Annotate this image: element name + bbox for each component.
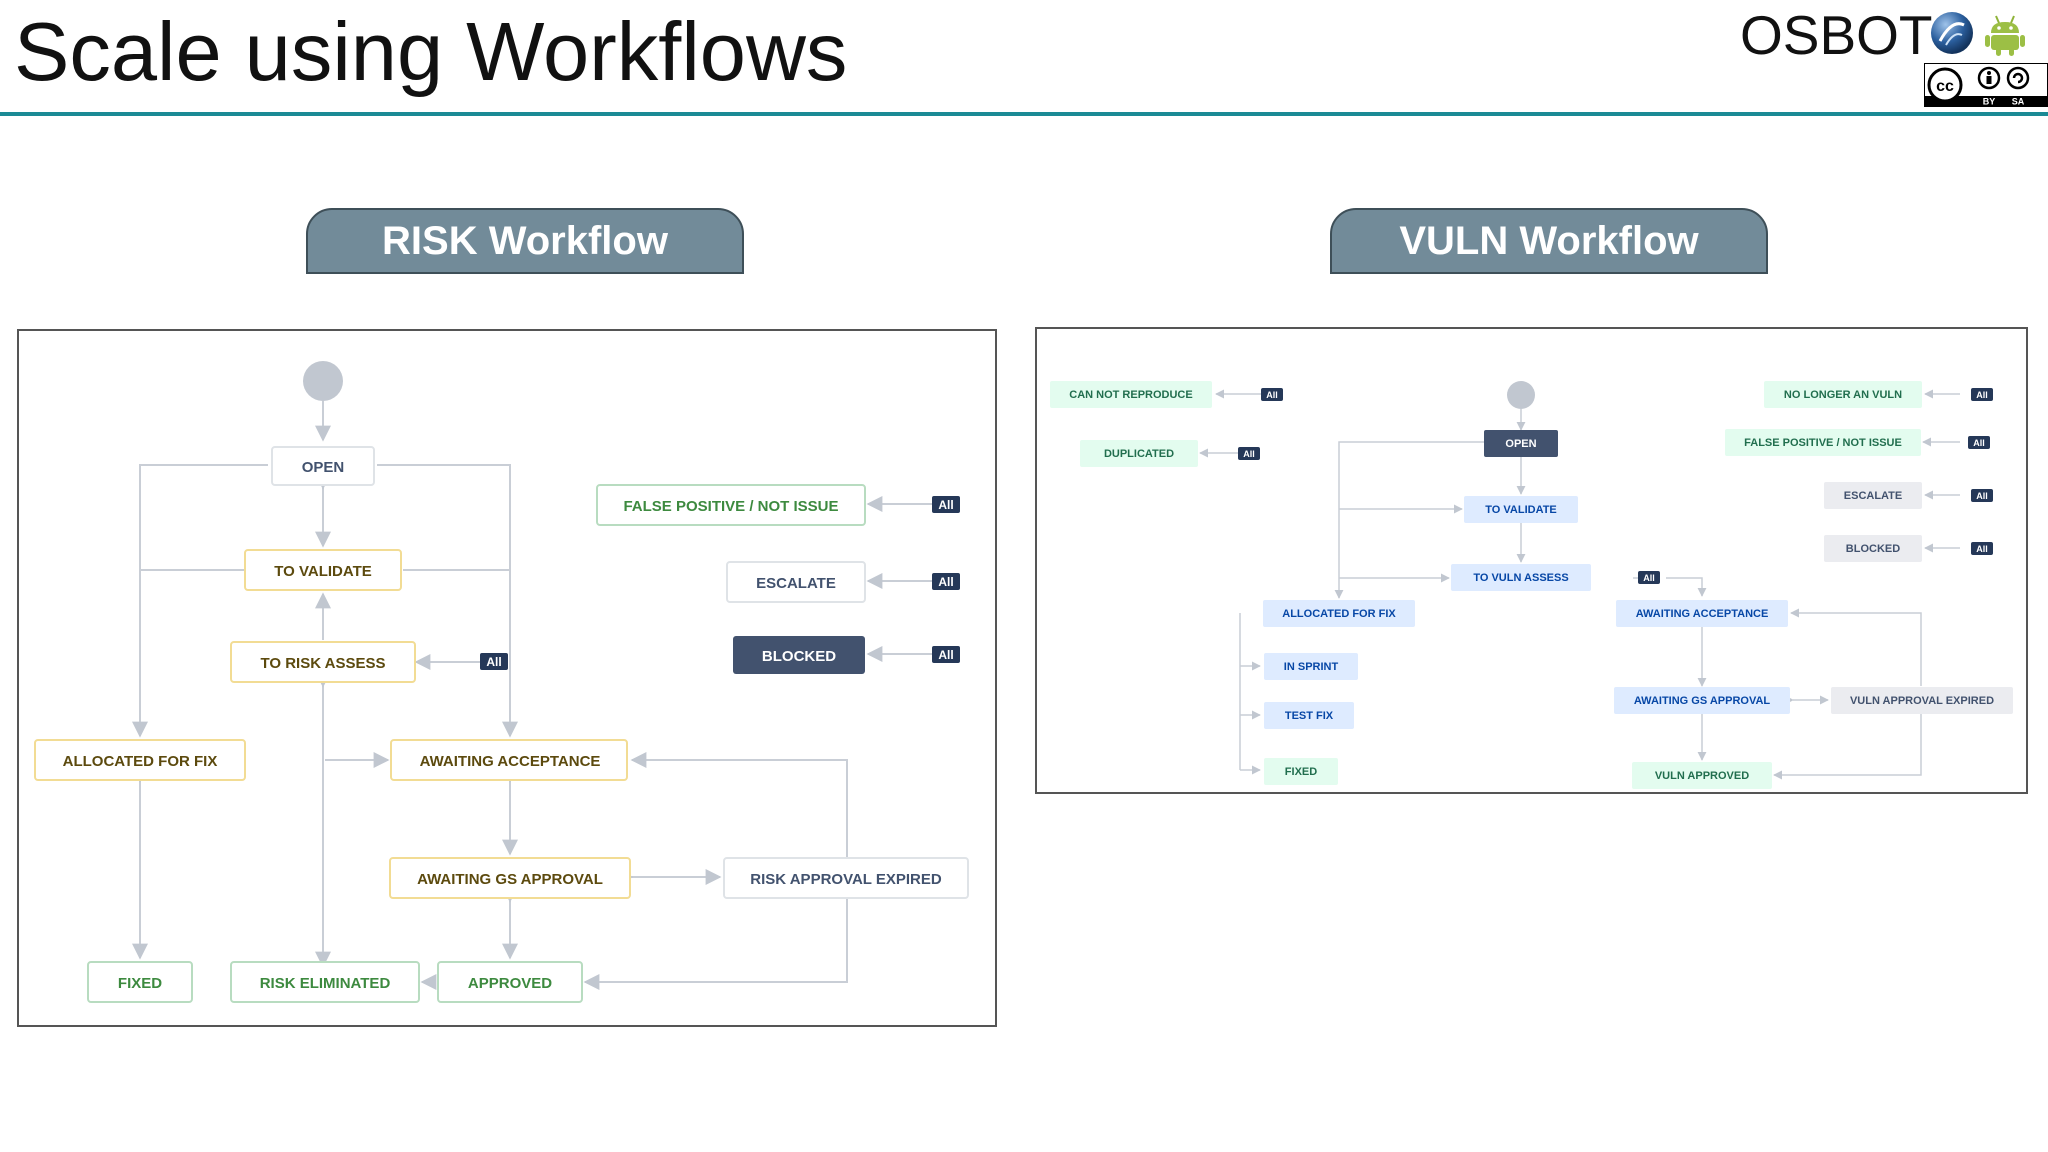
- title-underline: [0, 112, 2048, 116]
- svg-text:FALSE POSITIVE / NOT ISSUE: FALSE POSITIVE / NOT ISSUE: [1744, 437, 1902, 449]
- vuln-all-badge-assess[interactable]: All: [1638, 571, 1660, 584]
- svg-text:All: All: [1643, 573, 1655, 583]
- svg-text:IN SPRINT: IN SPRINT: [1284, 661, 1339, 673]
- slide-title: Scale using Workflows: [14, 5, 848, 98]
- svg-text:TEST FIX: TEST FIX: [1285, 710, 1334, 722]
- svg-text:TO VALIDATE: TO VALIDATE: [1485, 504, 1557, 516]
- svg-text:BLOCKED: BLOCKED: [1846, 543, 1900, 555]
- svg-text:TO VULN ASSESS: TO VULN ASSESS: [1473, 572, 1568, 584]
- vuln-node-awaiting-gs-approval[interactable]: AWAITING GS APPROVAL: [1614, 687, 1790, 714]
- globe-logo-icon: [1931, 12, 1973, 54]
- cc-license-badge: cc BY SA: [1924, 63, 2048, 107]
- svg-text:RISK ELIMINATED: RISK ELIMINATED: [260, 975, 391, 992]
- svg-text:APPROVED: APPROVED: [468, 975, 552, 992]
- svg-text:BLOCKED: BLOCKED: [762, 648, 836, 665]
- svg-text:NO LONGER AN VULN: NO LONGER AN VULN: [1784, 389, 1902, 401]
- svg-text:All: All: [1973, 438, 1985, 448]
- vuln-all-badge-false-positive[interactable]: All: [1968, 436, 1990, 449]
- svg-text:ALLOCATED FOR FIX: ALLOCATED FOR FIX: [63, 753, 218, 770]
- svg-text:TO RISK ASSESS: TO RISK ASSESS: [260, 655, 385, 672]
- vuln-node-duplicated[interactable]: DUPLICATED: [1080, 440, 1198, 467]
- vuln-node-to-vuln-assess[interactable]: TO VULN ASSESS: [1451, 564, 1591, 591]
- svg-text:All: All: [486, 655, 501, 669]
- risk-node-awaiting-gs-approval[interactable]: AWAITING GS APPROVAL: [389, 857, 631, 899]
- risk-start-node: [303, 361, 343, 401]
- vuln-node-no-longer-vuln[interactable]: NO LONGER AN VULN: [1764, 381, 1922, 408]
- risk-node-false-positive[interactable]: FALSE POSITIVE / NOT ISSUE: [596, 484, 866, 526]
- svg-text:OPEN: OPEN: [1505, 438, 1536, 450]
- svg-text:All: All: [938, 498, 953, 512]
- risk-node-awaiting-acceptance[interactable]: AWAITING ACCEPTANCE: [390, 739, 628, 781]
- risk-all-badge-escalate[interactable]: All: [932, 573, 960, 590]
- risk-all-badge-blocked[interactable]: All: [932, 646, 960, 663]
- svg-text:All: All: [1976, 544, 1988, 554]
- risk-workflow-diagram: OPEN TO VALIDATE TO RISK ASSESS ALLOCATE…: [17, 329, 997, 1027]
- android-icon: [1985, 15, 2025, 56]
- vuln-node-to-validate[interactable]: TO VALIDATE: [1464, 496, 1578, 523]
- svg-text:All: All: [938, 648, 953, 662]
- svg-text:AWAITING GS APPROVAL: AWAITING GS APPROVAL: [1634, 695, 1771, 707]
- vuln-all-badge-can-not-reproduce[interactable]: All: [1261, 388, 1283, 401]
- risk-node-open[interactable]: OPEN: [271, 446, 375, 486]
- risk-all-badge-false-positive[interactable]: All: [932, 496, 960, 513]
- vuln-node-blocked[interactable]: BLOCKED: [1824, 535, 1922, 562]
- vuln-workflow-diagram: CAN NOT REPRODUCE DUPLICATED OPEN TO VAL…: [1035, 327, 2028, 794]
- svg-text:RISK APPROVAL EXPIRED: RISK APPROVAL EXPIRED: [750, 871, 942, 888]
- risk-node-to-risk-assess[interactable]: TO RISK ASSESS: [230, 641, 416, 683]
- svg-text:All: All: [938, 575, 953, 589]
- risk-node-risk-approval-expired[interactable]: RISK APPROVAL EXPIRED: [723, 857, 969, 899]
- svg-text:All: All: [1266, 390, 1278, 400]
- risk-workflow-tab[interactable]: RISK Workflow: [306, 208, 744, 274]
- vuln-node-test-fix[interactable]: TEST FIX: [1264, 702, 1354, 729]
- risk-node-blocked[interactable]: BLOCKED: [733, 636, 865, 674]
- svg-text:CAN NOT REPRODUCE: CAN NOT REPRODUCE: [1069, 389, 1192, 401]
- risk-node-approved[interactable]: APPROVED: [437, 961, 583, 1003]
- svg-text:AWAITING ACCEPTANCE: AWAITING ACCEPTANCE: [1636, 608, 1769, 620]
- svg-text:AWAITING ACCEPTANCE: AWAITING ACCEPTANCE: [420, 753, 601, 770]
- vuln-node-open[interactable]: OPEN: [1484, 430, 1558, 457]
- svg-text:ESCALATE: ESCALATE: [756, 575, 836, 592]
- brand-logo-text: OSBOT: [1740, 4, 1933, 66]
- risk-node-fixed[interactable]: FIXED: [87, 961, 193, 1003]
- svg-text:FIXED: FIXED: [118, 975, 162, 992]
- svg-text:VULN APPROVAL EXPIRED: VULN APPROVAL EXPIRED: [1850, 695, 1994, 707]
- svg-text:All: All: [1976, 491, 1988, 501]
- risk-node-risk-eliminated[interactable]: RISK ELIMINATED: [230, 961, 420, 1003]
- vuln-node-awaiting-acceptance[interactable]: AWAITING ACCEPTANCE: [1616, 600, 1788, 627]
- vuln-all-badge-duplicated[interactable]: All: [1238, 447, 1260, 460]
- vuln-workflow-tab[interactable]: VULN Workflow: [1330, 208, 1768, 274]
- svg-text:ALLOCATED FOR FIX: ALLOCATED FOR FIX: [1282, 608, 1396, 620]
- vuln-node-false-positive[interactable]: FALSE POSITIVE / NOT ISSUE: [1725, 429, 1921, 456]
- vuln-node-escalate[interactable]: ESCALATE: [1824, 482, 1922, 509]
- risk-all-badge-assess[interactable]: All: [480, 653, 508, 670]
- vuln-node-vuln-approval-expired[interactable]: VULN APPROVAL EXPIRED: [1831, 687, 2013, 714]
- vuln-node-vuln-approved[interactable]: VULN APPROVED: [1632, 762, 1772, 789]
- risk-node-allocated-for-fix[interactable]: ALLOCATED FOR FIX: [34, 739, 246, 781]
- svg-text:All: All: [1976, 390, 1988, 400]
- vuln-all-badge-no-longer-vuln[interactable]: All: [1971, 388, 1993, 401]
- license-by: BY: [1983, 97, 1996, 107]
- svg-text:AWAITING GS APPROVAL: AWAITING GS APPROVAL: [417, 871, 603, 888]
- license-sa: SA: [2012, 97, 2025, 107]
- svg-text:FALSE POSITIVE / NOT ISSUE: FALSE POSITIVE / NOT ISSUE: [623, 498, 838, 515]
- svg-text:All: All: [1243, 449, 1255, 459]
- vuln-all-badge-escalate[interactable]: All: [1971, 489, 1993, 502]
- svg-text:ESCALATE: ESCALATE: [1844, 490, 1902, 502]
- vuln-start-node: [1507, 381, 1535, 409]
- svg-text:FIXED: FIXED: [1285, 766, 1317, 778]
- vuln-node-can-not-reproduce[interactable]: CAN NOT REPRODUCE: [1050, 381, 1212, 408]
- risk-node-escalate[interactable]: ESCALATE: [726, 561, 866, 603]
- vuln-node-fixed[interactable]: FIXED: [1264, 758, 1338, 785]
- svg-text:OPEN: OPEN: [302, 459, 345, 476]
- svg-text:VULN APPROVED: VULN APPROVED: [1655, 770, 1749, 782]
- vuln-all-badge-blocked[interactable]: All: [1971, 542, 1993, 555]
- risk-node-to-validate[interactable]: TO VALIDATE: [244, 549, 402, 591]
- vuln-node-in-sprint[interactable]: IN SPRINT: [1264, 653, 1358, 680]
- svg-text:TO VALIDATE: TO VALIDATE: [274, 563, 372, 580]
- svg-text:cc: cc: [1936, 78, 1954, 95]
- vuln-node-allocated-for-fix[interactable]: ALLOCATED FOR FIX: [1263, 600, 1415, 627]
- svg-text:DUPLICATED: DUPLICATED: [1104, 448, 1174, 460]
